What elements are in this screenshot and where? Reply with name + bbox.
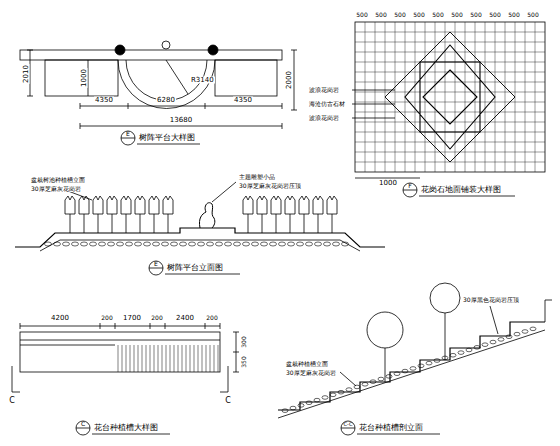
annotation-label: 波浪花岗岩 <box>308 87 340 93</box>
annotation-label: 30厚芝麻灰花岗岩压顶 <box>238 183 302 189</box>
annotation-label: 6280 <box>156 97 176 104</box>
annotation-label: 4200 <box>50 315 70 322</box>
annotation-label: 500 <box>412 12 425 18</box>
drawing-title: 树阵平台大样图 <box>138 134 196 142</box>
annotation-label: C-C <box>343 422 354 427</box>
annotation-label: 13680 <box>169 117 193 124</box>
annotation-label: 4350 <box>233 97 253 104</box>
annotation-label: F <box>407 183 412 189</box>
annotation-label: 350 <box>241 355 247 368</box>
annotation-label: 200 <box>205 315 218 321</box>
annotation-label: 500 <box>450 12 463 18</box>
annotation-label: E <box>125 131 131 137</box>
planter-plan <box>12 323 239 435</box>
drawing-title: C <box>8 397 16 405</box>
annotation-label: 1000 <box>81 68 88 88</box>
annotation-label: 500 <box>374 12 387 18</box>
paving-grid <box>352 22 545 197</box>
annotation-label: 30厚芝麻灰花岗岩 <box>30 186 82 192</box>
drawing-title: 花岗石地面铺装大样图 <box>420 186 502 194</box>
annotation-label: 2010 <box>23 64 30 84</box>
drawing-title: 花台种植槽大样图 <box>93 424 159 432</box>
annotation-label: 200 <box>100 315 113 321</box>
annotation-label: 4350 <box>94 97 114 104</box>
planter-section <box>278 283 552 435</box>
annotation-label: 300 <box>241 335 247 348</box>
annotation-label: 500 <box>431 12 444 18</box>
annotation-label: 海沧仿古石材 <box>308 101 346 107</box>
annotation-label: 1000 <box>378 180 398 187</box>
annotation-label: E <box>153 261 159 267</box>
annotation-label: 200 <box>150 315 163 321</box>
annotation-label: 1700 <box>122 315 142 322</box>
annotation-label: 500 <box>488 12 501 18</box>
drawing-title: 树阵平台立面图 <box>166 264 224 272</box>
annotation-label: 500 <box>507 12 520 18</box>
annotation-label: 30厚芝麻灰花岗岩 <box>285 370 337 376</box>
platform-plan <box>20 41 297 145</box>
annotation-label: 盆栽树池种植槽立面 <box>30 177 86 183</box>
annotation-label: 500 <box>393 12 406 18</box>
annotation-label: 2000 <box>286 70 293 90</box>
annotation-label: 30厚黑色花岗岩压顶 <box>462 297 520 303</box>
annotation-label: 波浪花岗岩 <box>308 115 340 121</box>
drawing-title: C <box>224 397 232 405</box>
annotation-label: 盆栽种植槽立面 <box>285 361 329 367</box>
annotation-label: 500 <box>526 12 539 18</box>
annotation-label: 2400 <box>175 315 195 322</box>
platform-elevation <box>15 182 385 275</box>
annotation-label: 500 <box>469 12 482 18</box>
annotation-label: C <box>80 421 86 427</box>
annotation-label: 主题雕塑小品 <box>238 174 276 180</box>
drawing-title: 花台种植槽剖立面 <box>358 424 424 432</box>
annotation-label: R3140 <box>190 77 215 84</box>
annotation-label: 500 <box>355 12 368 18</box>
